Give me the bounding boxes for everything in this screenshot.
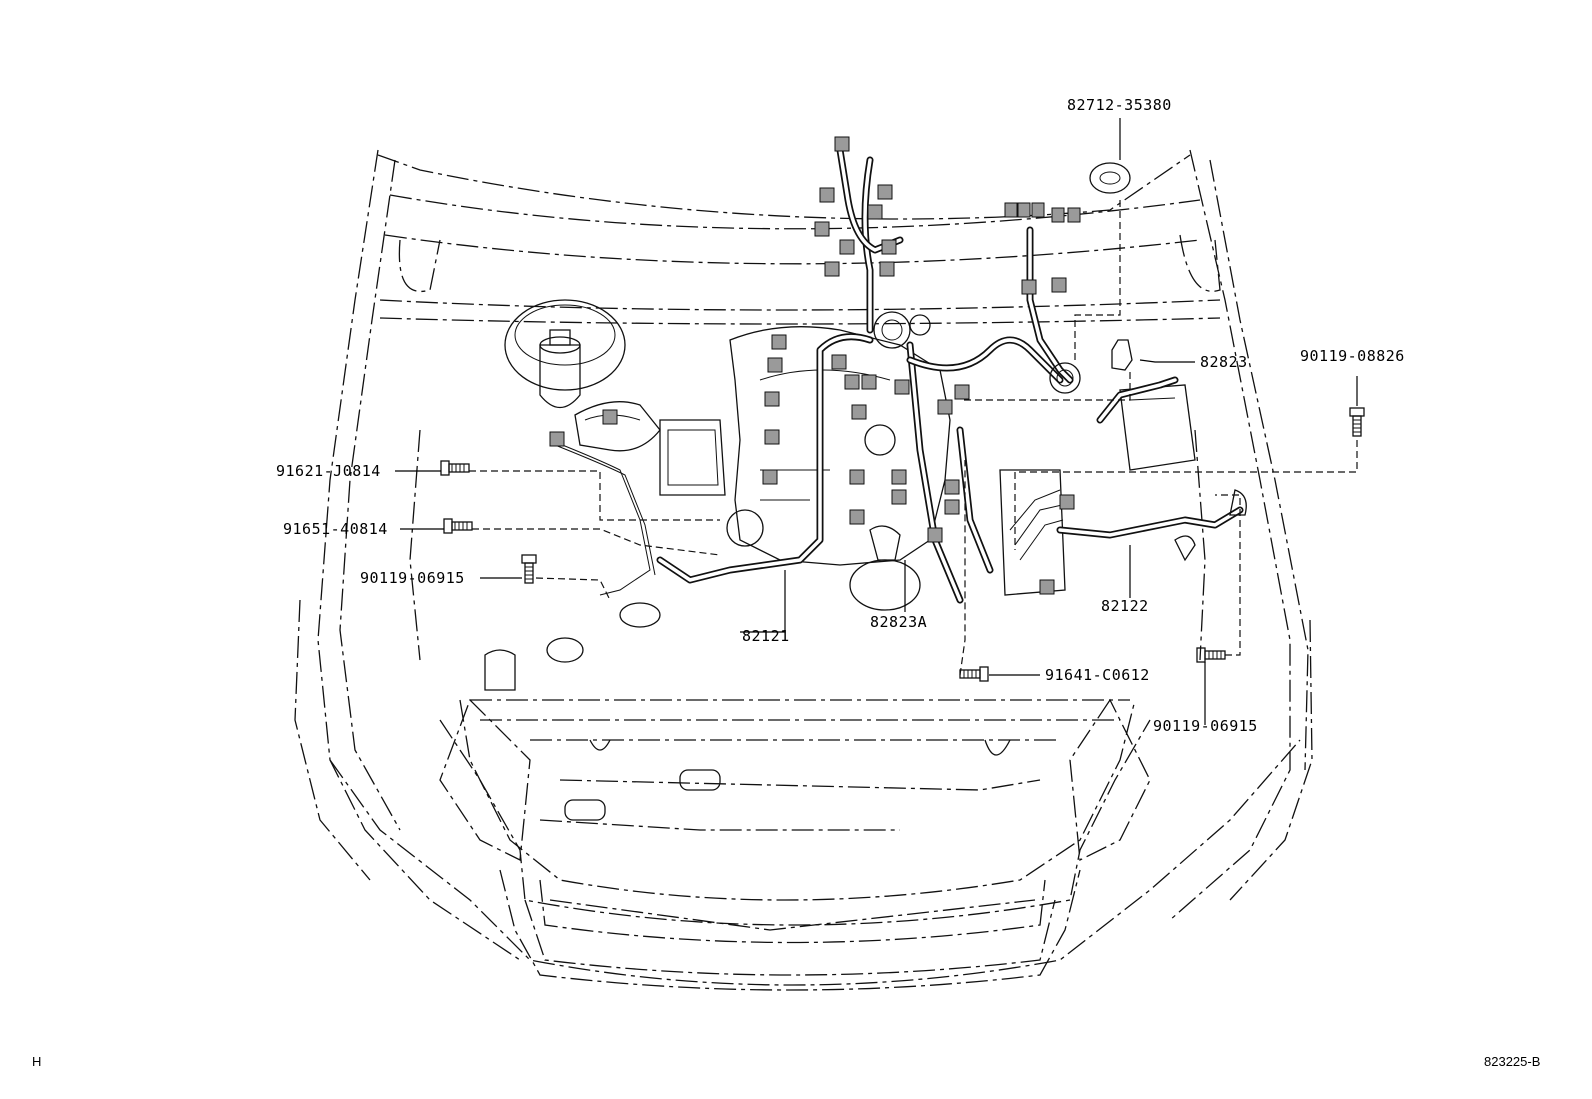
relay-box [999, 469, 1066, 596]
label-82823: 82823 [1200, 353, 1248, 371]
label-91651-40814: 91651-40814 [283, 520, 388, 538]
bolt-90119-06915-right [1196, 647, 1226, 663]
brake-booster [504, 299, 626, 391]
label-90119-06915-left: 90119-06915 [360, 569, 465, 587]
bolt-91651-40814 [443, 518, 473, 534]
label-82712-35380: 82712-35380 [1067, 96, 1172, 114]
bolt-90119-08826 [1349, 407, 1365, 437]
label-82122: 82122 [1101, 597, 1149, 615]
bolt-91641-C0612 [959, 666, 989, 682]
bolt-91621-J0814 [440, 460, 470, 476]
label-91641-C0612: 91641-C0612 [1045, 666, 1150, 684]
engine-components [484, 162, 1196, 821]
battery-tray [1119, 384, 1196, 471]
part-labels: 82712-35380 82823 90119-08826 91621-J081… [276, 96, 1405, 735]
master-cylinder [539, 344, 581, 409]
engine-block [729, 326, 951, 566]
grommet-82712 [1089, 162, 1131, 194]
air-filter-box [659, 419, 726, 496]
bolt-90119-06915-left [521, 554, 537, 584]
wire-harness-upper-right [906, 226, 1081, 394]
label-82121: 82121 [742, 627, 790, 645]
leader-lines [395, 118, 1358, 725]
figure-number: 823225-B [1484, 1054, 1540, 1069]
label-90119-08826: 90119-08826 [1300, 347, 1405, 365]
wire-harness-82121 [549, 146, 964, 604]
label-90119-06915-right: 90119-06915 [1153, 717, 1258, 735]
wire-harness-82122 [956, 376, 1247, 574]
vehicle-body-outline [294, 149, 1313, 991]
relay-82823 [1111, 339, 1133, 371]
harness-connectors [549, 136, 1081, 595]
horn-82823A [869, 525, 901, 561]
washer-tank-cap [484, 649, 516, 691]
oil-filler-cap [873, 311, 911, 349]
corner-marker: H [32, 1054, 41, 1069]
label-91621-J0814: 91621-J0814 [276, 462, 381, 480]
intake-hose [574, 401, 661, 452]
label-82823A: 82823A [870, 613, 927, 631]
